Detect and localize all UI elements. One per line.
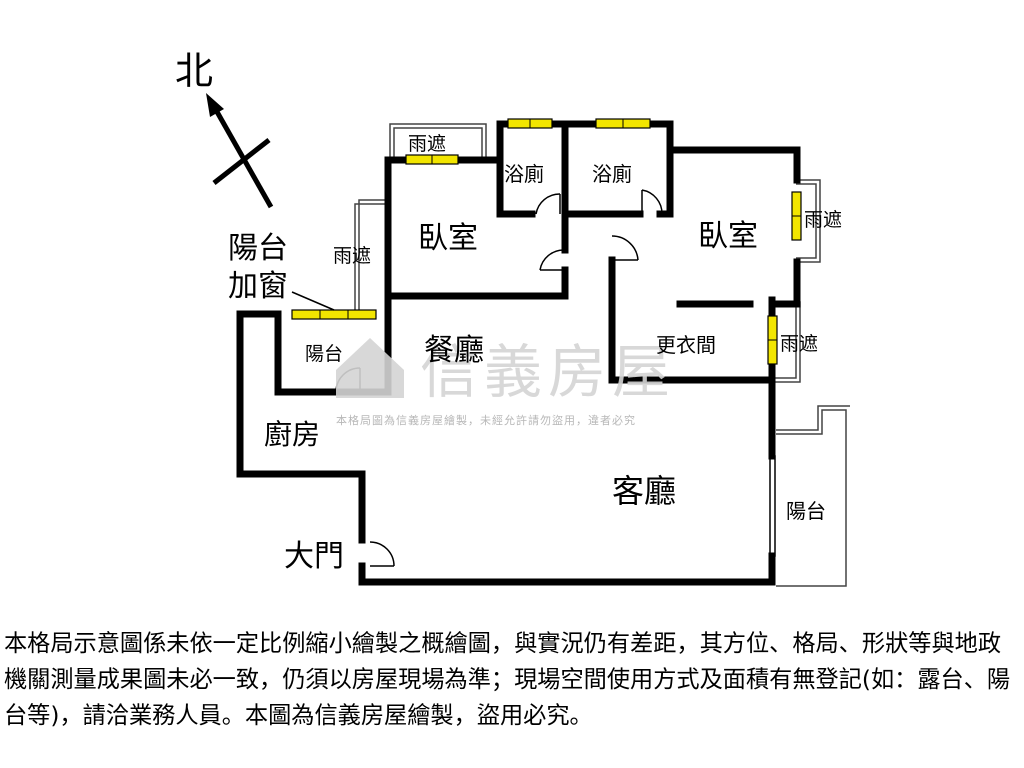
room-bedroom-right: 臥室: [698, 219, 758, 254]
canopy-right-upper-label: 雨遮: [804, 209, 842, 231]
room-kitchen: 廚房: [264, 418, 320, 451]
north-label: 北: [175, 49, 213, 93]
canopy-right-lower-label: 雨遮: [780, 333, 818, 355]
canopy-top-label: 雨遮: [408, 133, 446, 155]
room-balcony-right: 陽台: [786, 499, 826, 523]
room-bedroom-left: 臥室: [418, 221, 478, 256]
north-compass-icon: [206, 93, 274, 209]
watermark-brand: 信義房屋: [420, 338, 676, 406]
window-mullions: [319, 119, 801, 341]
balcony-window-label-1: 陽台: [228, 231, 288, 266]
room-balcony-small: 陽台: [305, 343, 343, 365]
room-bath-right: 浴廁: [592, 162, 632, 186]
room-bath-left: 浴廁: [504, 162, 544, 186]
sliding-door: [769, 455, 776, 557]
room-dining: 餐廳: [424, 333, 484, 368]
watermark-notice: 本格局圖為信義房屋繪製，未經允許請勿盜用，違者必究: [336, 413, 636, 427]
room-living: 客廳: [612, 472, 676, 510]
floor-plan: 北: [175, 49, 850, 587]
watermark-logo-icon: [336, 338, 404, 398]
balcony-window-label-2: 加窗: [228, 269, 288, 304]
annotation-leader: [291, 291, 335, 311]
room-closet: 更衣間: [656, 333, 716, 357]
watermark: 信義房屋 本格局圖為信義房屋繪製，未經允許請勿盜用，違者必究: [336, 338, 676, 427]
entrance-label: 大門: [284, 539, 344, 574]
disclaimer-text: 本格局示意圖係未依一定比例縮小繪製之概繪圖，與實況仍有差距，其方位、格局、形狀等…: [4, 630, 1011, 729]
canopy-left-label: 雨遮: [333, 245, 371, 267]
